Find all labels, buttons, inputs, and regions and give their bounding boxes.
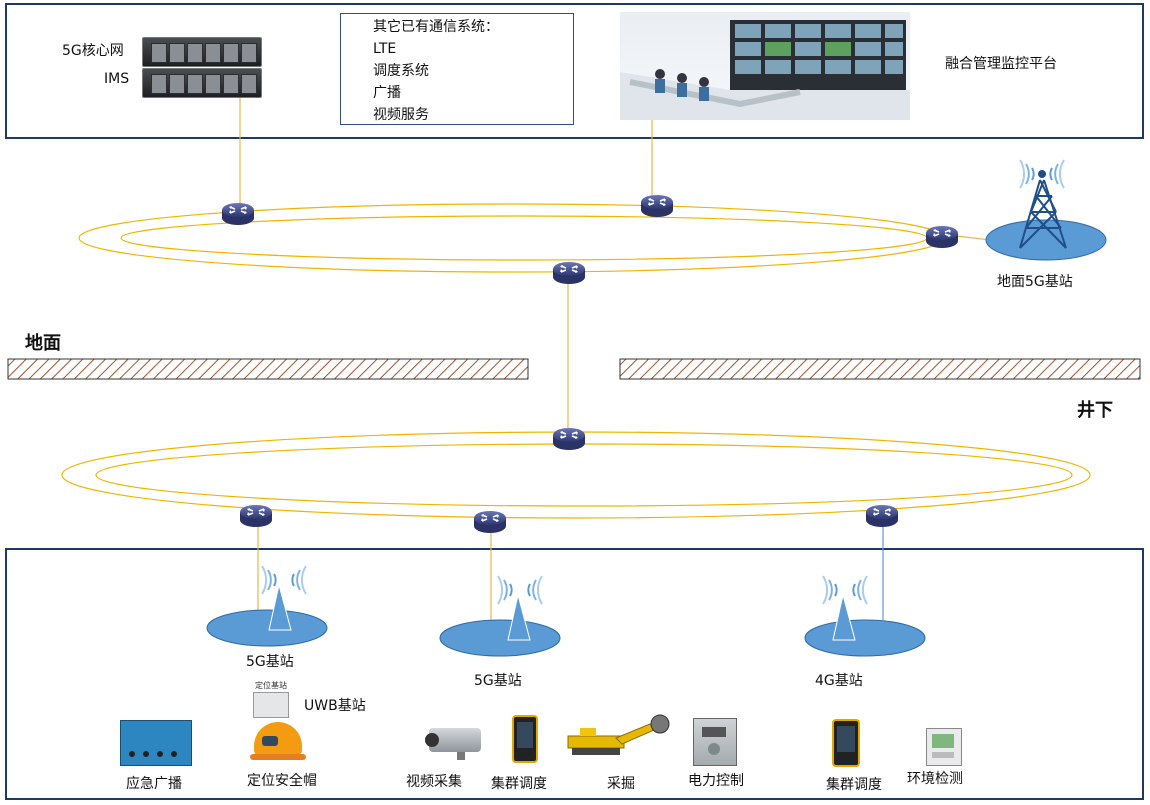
station-5g-2-label: 5G基站: [474, 673, 522, 689]
ground-strip-right: [619, 358, 1141, 380]
device-label-safety-helmet: 定位安全帽: [247, 773, 317, 789]
trunking-phone-icon: [512, 715, 538, 763]
device-label-trunking-1: 集群调度: [491, 776, 547, 792]
ims-label: IMS: [104, 71, 130, 87]
router-icon: [221, 202, 255, 226]
core-network-label: 5G核心网: [62, 43, 124, 59]
ground-label: 地面: [25, 333, 61, 354]
trunking-phone-icon: [832, 719, 860, 767]
router-icon: [640, 194, 674, 218]
other-systems-title: 其它已有通信系统：: [373, 19, 499, 35]
upper-ring: [78, 203, 946, 273]
router-icon: [865, 504, 899, 528]
router-icon: [239, 504, 273, 528]
device-label-trunking-2: 集群调度: [826, 777, 882, 793]
platform-label: 融合管理监控平台: [945, 56, 1057, 72]
uwb-station-icon: 定位基站: [252, 680, 290, 718]
safety-helmet-icon: [250, 722, 306, 766]
power-control-icon: [693, 718, 737, 766]
router-icon: [473, 510, 507, 534]
core-network-server-icon: [142, 37, 262, 67]
control-room-photo: [620, 12, 910, 120]
emergency-broadcast-icon: [120, 720, 192, 766]
device-label-emergency-broadcast: 应急广播: [126, 776, 182, 792]
device-label-video: 视频采集: [406, 774, 462, 790]
uwb-station-label: UWB基站: [304, 698, 366, 714]
station-5g-1-label: 5G基站: [246, 654, 294, 670]
station-5g-2-icon: [439, 575, 561, 657]
system-item-dispatch: 调度系统: [373, 63, 429, 79]
system-item-video: 视频服务: [373, 107, 429, 123]
excavator-icon: [566, 714, 676, 758]
surface-station-label: 地面5G基站: [997, 274, 1073, 290]
uwb-sign: 定位基站: [255, 681, 287, 690]
device-label-environment: 环境检测: [907, 771, 963, 787]
device-label-excavation: 采掘: [607, 776, 635, 792]
system-item-lte: LTE: [373, 41, 397, 57]
top-panel-frame: [5, 3, 1144, 139]
station-4g-label: 4G基站: [815, 673, 863, 689]
device-label-power-control: 电力控制: [688, 773, 744, 789]
underground-label: 井下: [1077, 400, 1113, 421]
ground-strip-left: [7, 358, 529, 380]
other-systems-box: 其它已有通信系统： LTE 调度系统 广播 视频服务: [340, 13, 574, 125]
system-item-broadcast: 广播: [373, 85, 401, 101]
station-4g-icon: [804, 575, 926, 657]
environment-sensor-icon: [926, 728, 962, 766]
video-camera-icon: [423, 724, 485, 760]
router-icon: [925, 225, 959, 249]
router-icon: [552, 261, 586, 285]
router-icon: [552, 427, 586, 451]
bottom-panel-frame: [5, 548, 1144, 800]
station-5g-1-icon: [206, 565, 328, 647]
surface-tower-icon: [985, 159, 1107, 261]
ims-server-icon: [142, 68, 262, 98]
